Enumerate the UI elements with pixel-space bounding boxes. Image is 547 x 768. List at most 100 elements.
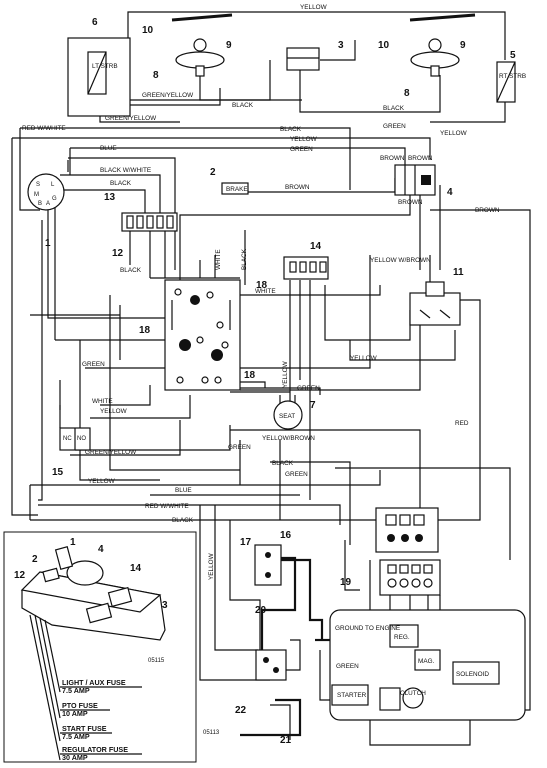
callout-14: 14 xyxy=(310,241,322,252)
inset-callout-14: 14 xyxy=(130,563,142,574)
wire-label-black-2: BLACK xyxy=(383,105,405,112)
callout-10-left: 10 xyxy=(142,25,154,36)
wire-label-yellow-2: YELLOW xyxy=(290,136,318,143)
no-label: NO xyxy=(77,436,86,442)
wire-label-black-3: BLACK xyxy=(280,126,302,133)
fuse-name-3: START FUSE xyxy=(62,724,107,733)
wire-label-white-1: WHITE xyxy=(255,288,276,295)
callout-3: 3 xyxy=(338,40,344,51)
wire-label-yellow-brown: YELLOW/BROWN xyxy=(262,435,315,442)
brake-switch-2: BRAKE xyxy=(221,182,249,195)
wire-label-red: RED xyxy=(455,420,469,427)
switch-14 xyxy=(283,256,329,280)
lt-strobe-label: LT STRB xyxy=(92,63,118,70)
engine-labels: GROUND TO ENGINE REG. MAG. SOLENOID STAR… xyxy=(335,625,489,699)
wire-label-green-yellow-2: GREEN/YELLOW xyxy=(105,115,157,122)
key-switch-1: S L M G B A xyxy=(27,173,65,211)
right-strobe-5: RT STRB xyxy=(496,61,526,103)
wire-label-black-1: BLACK xyxy=(232,102,254,109)
ground-to-engine-label: GROUND TO ENGINE xyxy=(335,625,400,632)
light-bar-10-right xyxy=(409,13,476,22)
rt-strobe-label: RT STRB xyxy=(499,73,526,80)
headlamp-left xyxy=(175,38,225,77)
starter-solenoid-16 xyxy=(254,544,282,586)
callout-15: 15 xyxy=(52,467,64,478)
headlamp-right xyxy=(410,38,460,77)
fuse-rating-1: 7.5 AMP xyxy=(62,686,90,695)
wire-label-black-4: BLACK xyxy=(110,180,132,187)
engine-outline xyxy=(329,609,526,721)
connector-6pin xyxy=(375,507,439,553)
solenoid-label: SOLENOID xyxy=(456,671,489,678)
fuse-rating-2: 10 AMP xyxy=(62,709,88,718)
wire-label-green-7: GREEN xyxy=(336,663,359,670)
wire-label-black-7: BLACK xyxy=(172,517,194,524)
key-terminal-b: B xyxy=(38,201,42,207)
callout-10-right: 10 xyxy=(378,40,390,51)
control-module-18 xyxy=(164,279,241,391)
wire-label-yellow-6: YELLOW xyxy=(88,478,116,485)
wire-label-yellow-v: YELLOW xyxy=(282,360,289,388)
wire-label-black-w-white: BLACK W/WHITE xyxy=(100,167,151,174)
starter-label: STARTER xyxy=(337,692,367,699)
callout-11: 11 xyxy=(453,267,464,278)
callout-18-left: 18 xyxy=(139,325,151,336)
fuse-rating-3: 7.5 AMP xyxy=(62,732,90,741)
inset-fig-id: 05115 xyxy=(148,658,165,664)
switch-15: NC NO xyxy=(59,427,91,451)
wire-label-yellow-4: YELLOW xyxy=(350,355,378,362)
wire-label-red-w-white-2: RED W/WHITE xyxy=(145,503,189,510)
wire-label-red-w-white-1: RED W/WHITE xyxy=(22,125,66,132)
nc-label: NC xyxy=(63,436,72,442)
key-terminal-s: S xyxy=(36,182,40,188)
fuse-name-2: PTO FUSE xyxy=(62,701,98,710)
wire-label-blue: BLUE xyxy=(100,145,117,152)
wire-labels: YELLOW GREEN/YELLOW BLACK GREEN/YELLOW B… xyxy=(22,4,500,670)
fuse-name-4: REGULATOR FUSE xyxy=(62,745,128,754)
fuse-name-1: LIGHT / AUX FUSE xyxy=(62,678,126,687)
callout-2: 2 xyxy=(210,167,216,178)
wire-label-black-6: BLACK xyxy=(272,460,294,467)
callout-17: 17 xyxy=(240,537,252,548)
mag-label: MAG. xyxy=(418,658,435,665)
wire-label-black-5: BLACK xyxy=(120,267,142,274)
inset-callout-4: 4 xyxy=(98,544,104,555)
wire-label-green-yellow-3: GREEN/YELLOW xyxy=(85,449,137,456)
inset-callout-1: 1 xyxy=(70,537,76,548)
light-bar-10-left xyxy=(171,13,233,22)
wire-label-yellow-top: YELLOW xyxy=(300,4,328,11)
wire-label-white-v: WHITE xyxy=(215,249,222,270)
callout-9-right: 9 xyxy=(460,40,466,51)
clutch-label: CLUTCH xyxy=(400,690,426,697)
wire-label-green-3: GREEN xyxy=(82,361,105,368)
seat-label: SEAT xyxy=(279,413,295,420)
key-terminal-a: A xyxy=(46,201,50,207)
wire-label-blue-2: BLUE xyxy=(175,487,192,494)
callout-21: 21 xyxy=(280,735,292,746)
fuse-rating-4: 30 AMP xyxy=(62,753,88,762)
wire-label-green-6: GREEN xyxy=(285,471,308,478)
callout-13: 13 xyxy=(104,192,116,203)
callout-9-left: 9 xyxy=(226,40,232,51)
wire-label-green-4: GREEN xyxy=(297,385,320,392)
pto-switch-11 xyxy=(409,281,461,326)
callout-12: 12 xyxy=(112,248,124,259)
wire-label-yellow-v2: YELLOW xyxy=(208,552,215,580)
key-terminal-g: G xyxy=(52,196,57,202)
callout-5: 5 xyxy=(510,50,516,61)
inset-labels: 1 4 2 12 14 3 05115 LIGHT / AUX FUSE 7.5… xyxy=(14,537,168,762)
wire-label-brown-4: BROWN xyxy=(398,199,423,206)
wire-label-green-2: GREEN xyxy=(290,146,313,153)
inset-callout-12: 12 xyxy=(14,570,26,581)
wire-label-white-2: WHITE xyxy=(92,398,113,405)
key-terminal-m: M xyxy=(34,192,39,198)
seat-switch-7: SEAT xyxy=(273,400,303,430)
connector-8pin xyxy=(379,559,441,596)
wire-label-yellow-3: YELLOW xyxy=(440,130,468,137)
wire-label-brown-1: BROWN xyxy=(380,155,405,162)
inset-callout-3: 3 xyxy=(162,600,168,611)
terminal-block-22 xyxy=(255,649,287,681)
callout-18-top: 18 xyxy=(256,280,268,291)
